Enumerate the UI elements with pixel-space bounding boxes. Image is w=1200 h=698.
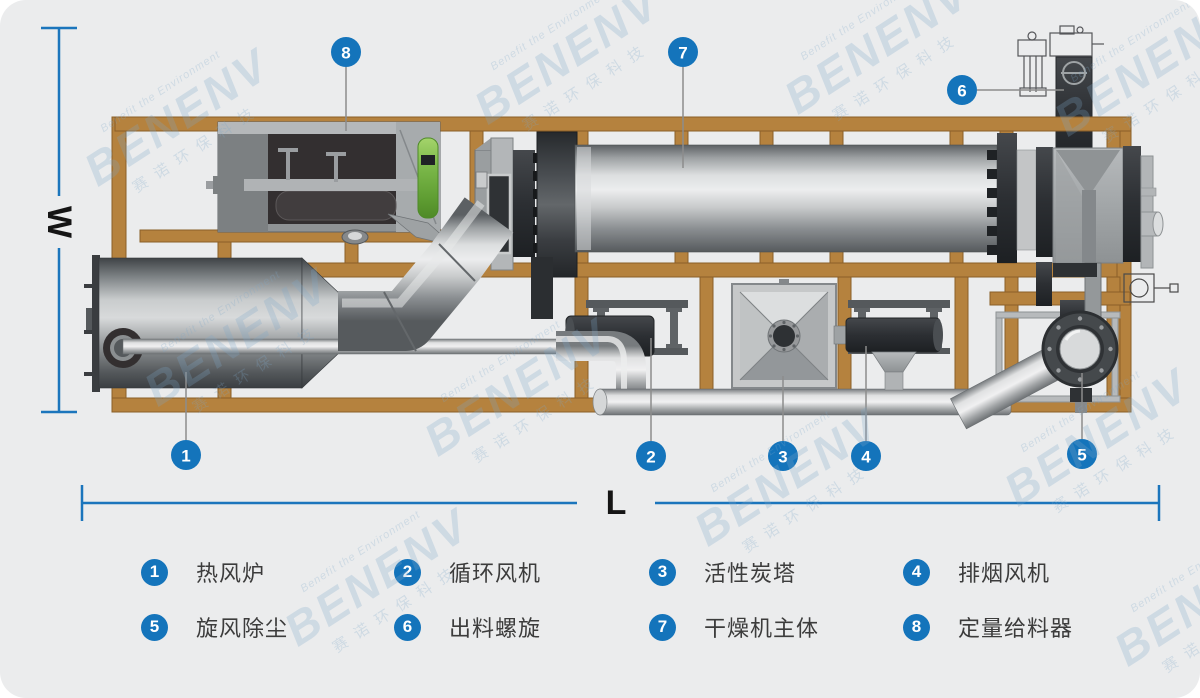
legend-item-discharge-screw: 6 出料螺旋 [394, 611, 541, 643]
discharge-housing [1052, 146, 1179, 319]
legend-item-carbon-tower: 3 活性炭塔 [649, 556, 796, 588]
legend-item-feeder: 8 定量给料器 [903, 611, 1073, 643]
width-label: W [40, 206, 78, 239]
callout-dryer-body: 7 [668, 37, 698, 168]
callout-hot-air-furnace: 1 [171, 372, 201, 470]
quantitative-feeder [206, 121, 455, 247]
legend-label: 旋风除尘 [196, 616, 289, 641]
callout-feeder: 8 [331, 37, 361, 131]
legend-label: 出料螺旋 [449, 616, 542, 641]
circulation-fan [556, 315, 655, 394]
legend-label: 热风炉 [196, 561, 266, 586]
smoke-exhaust-fan [833, 317, 943, 391]
legend-number-badge: 2 [394, 558, 421, 586]
length-label: L [606, 484, 627, 522]
hot-air-elbow [338, 197, 514, 352]
legend-number-badge: 6 [394, 613, 421, 641]
svg-text:4: 4 [861, 448, 871, 467]
callout-circulation-fan: 2 [636, 338, 666, 471]
girth-gear [513, 150, 535, 257]
dryer-cylinder [574, 144, 998, 253]
legend-item-exhaust-fan: 4 排烟风机 [903, 556, 1050, 588]
legend-label: 干燥机主体 [704, 616, 820, 641]
svg-text:5: 5 [1077, 446, 1086, 465]
legend-number-badge: 3 [649, 558, 676, 586]
legend-item-hot-air-furnace: 1 热风炉 [141, 556, 265, 588]
svg-text:3: 3 [778, 448, 787, 467]
drive-motor-lineart [1123, 273, 1179, 303]
legend-label: 活性炭塔 [704, 561, 797, 586]
svg-text:2: 2 [646, 448, 655, 467]
legend-label: 定量给料器 [958, 616, 1074, 641]
legend-number-badge: 4 [903, 558, 930, 586]
legend-label: 循环风机 [449, 561, 542, 586]
callouts: 1 2 3 4 [171, 37, 1097, 471]
screw-drive-lineart [1017, 25, 1104, 97]
legend-number-badge: 7 [649, 613, 676, 641]
svg-text:6: 6 [957, 82, 966, 101]
svg-text:1: 1 [181, 447, 190, 466]
feeder-shaft [244, 179, 420, 191]
legend-number-badge: 1 [141, 558, 168, 586]
dryer-main-body [474, 131, 1053, 319]
callout-exhaust-fan: 4 [851, 346, 881, 471]
legend-item-dryer-body: 7 干燥机主体 [649, 611, 819, 643]
svg-text:7: 7 [678, 44, 687, 63]
feeder-green-disc [417, 137, 439, 219]
legend-item-cyclone: 5 旋风除尘 [141, 611, 288, 643]
dimension-w [41, 26, 77, 414]
callout-cyclone: 5 [1067, 373, 1097, 469]
legend-number-badge: 8 [903, 613, 930, 641]
svg-text:8: 8 [341, 44, 350, 63]
legend-item-circulation-fan: 2 循环风机 [394, 556, 541, 588]
callout-carbon-tower: 3 [768, 376, 798, 471]
cyclone-dust-collector [950, 310, 1119, 430]
legend-label: 排烟风机 [958, 561, 1051, 586]
bottom-exhaust-pipe [592, 388, 1012, 416]
legend-number-badge: 5 [141, 613, 168, 641]
dimension-l [80, 485, 1161, 521]
callout-discharge-screw: 6 [947, 75, 1064, 105]
activated-carbon-tower [731, 279, 837, 389]
hot-air-furnace [84, 255, 341, 392]
